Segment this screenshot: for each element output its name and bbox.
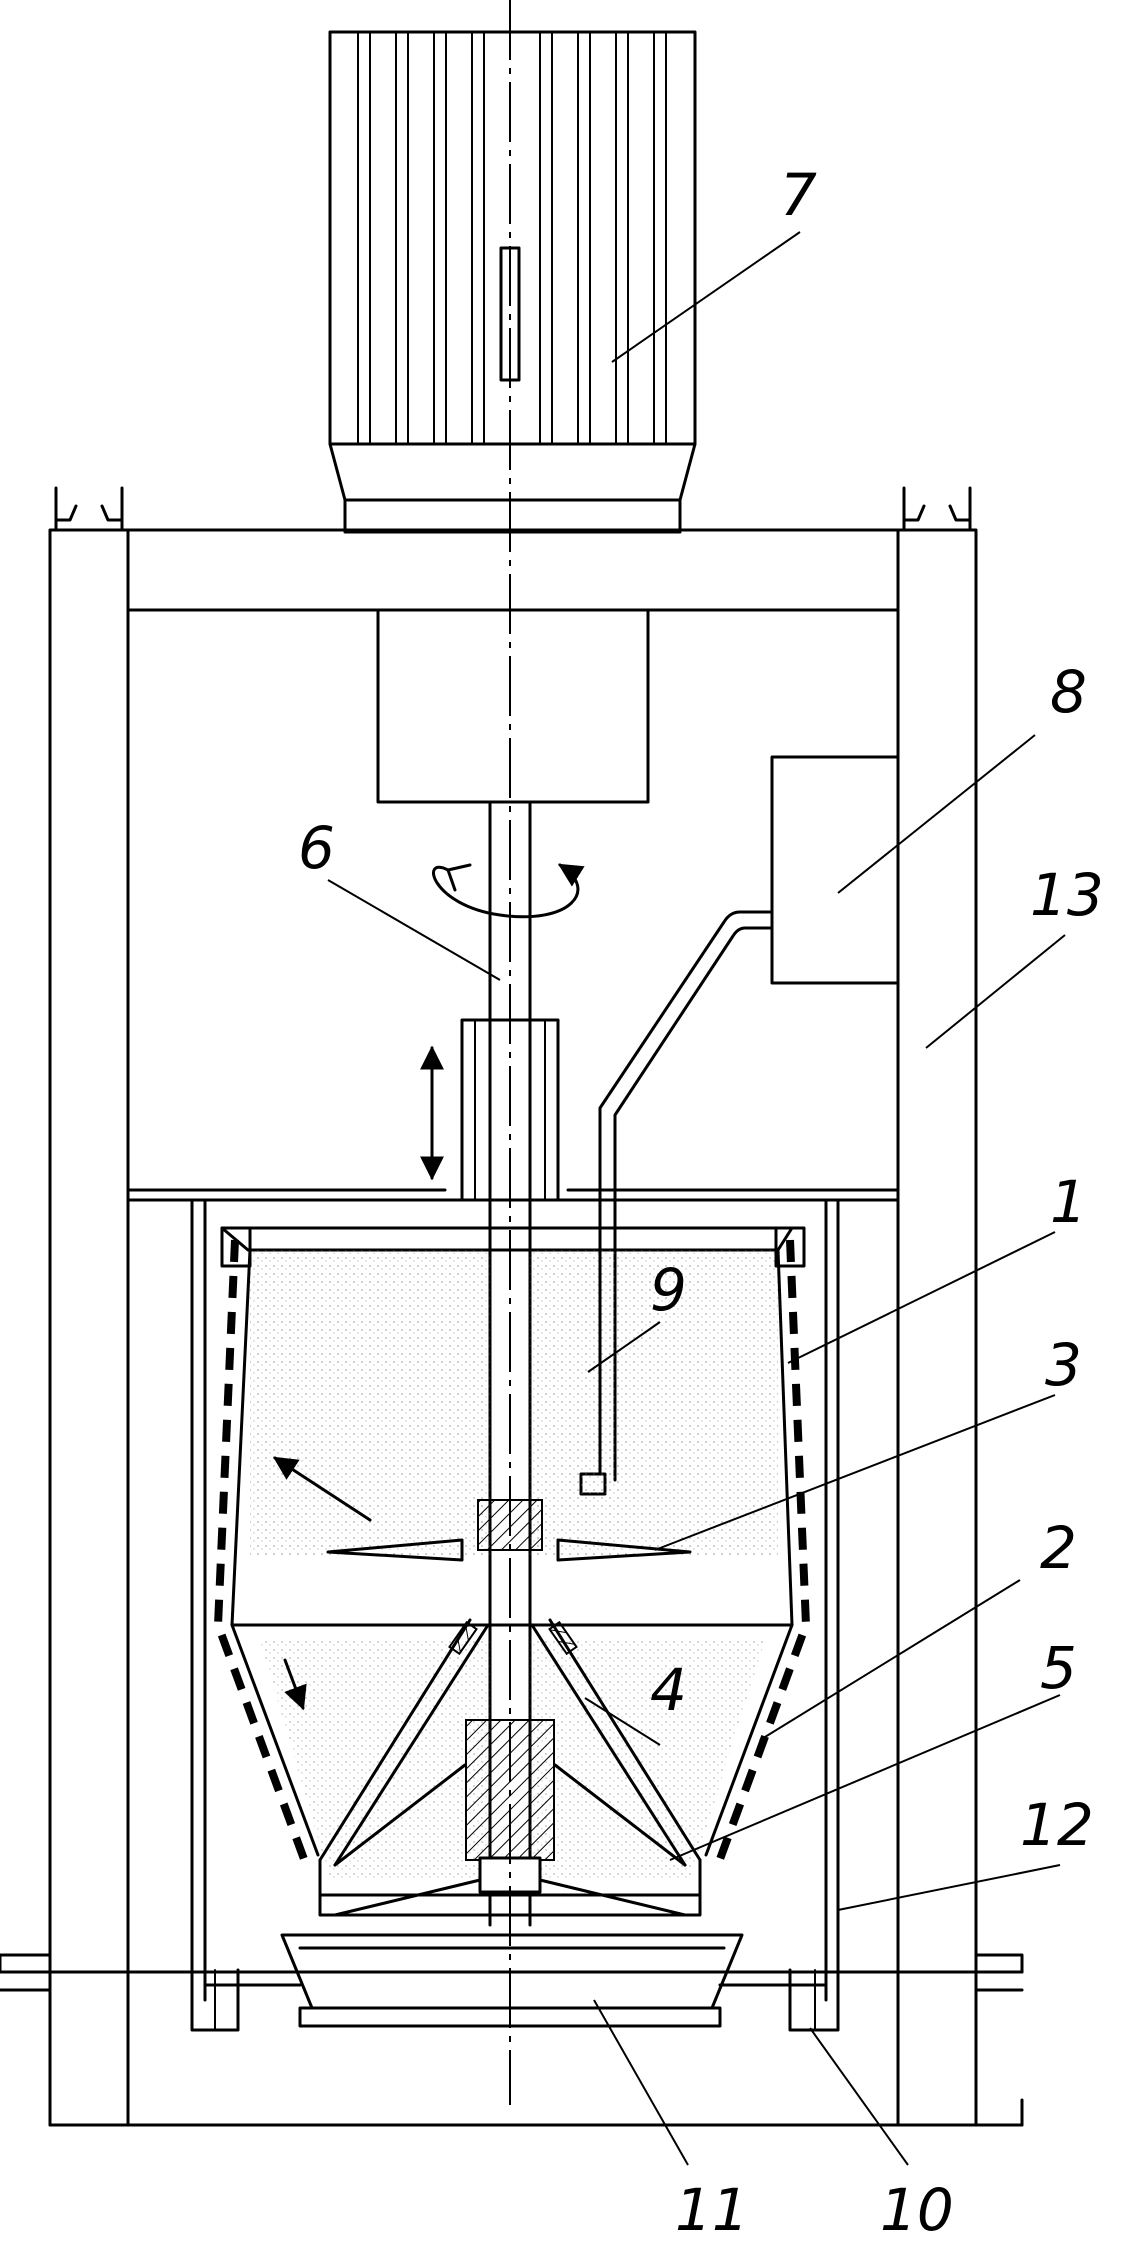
label-5: 5 — [1040, 1634, 1077, 1702]
discharge-tray — [280, 1933, 744, 2028]
label-11: 11 — [675, 2176, 749, 2244]
label-10: 10 — [880, 2176, 954, 2244]
label-12: 12 — [1020, 1791, 1094, 1859]
rotation-arrow-icon — [432, 863, 585, 919]
leader-lines — [327, 231, 1066, 2166]
label-1: 1 — [1050, 1168, 1087, 1236]
liner — [213, 1239, 811, 1872]
motor — [328, 30, 697, 534]
flow-arrow-icon — [283, 1658, 307, 1711]
control-unit — [598, 755, 900, 1482]
label-7: 7 — [780, 161, 817, 229]
support-feet — [190, 1968, 840, 2032]
cone — [318, 1618, 702, 1867]
coupling-housing — [376, 608, 650, 804]
motor-cooling-fins — [357, 31, 667, 445]
label-2: 2 — [1040, 1514, 1077, 1582]
label-9: 9 — [650, 1256, 687, 1324]
outer-casing — [126, 1198, 900, 2002]
label-13: 13 — [1030, 861, 1104, 929]
label-8: 8 — [1050, 658, 1087, 726]
flow-arrow-icon — [272, 1456, 372, 1522]
label-6: 6 — [298, 814, 335, 882]
label-4: 4 — [650, 1656, 687, 1724]
label-3: 3 — [1045, 1331, 1082, 1399]
